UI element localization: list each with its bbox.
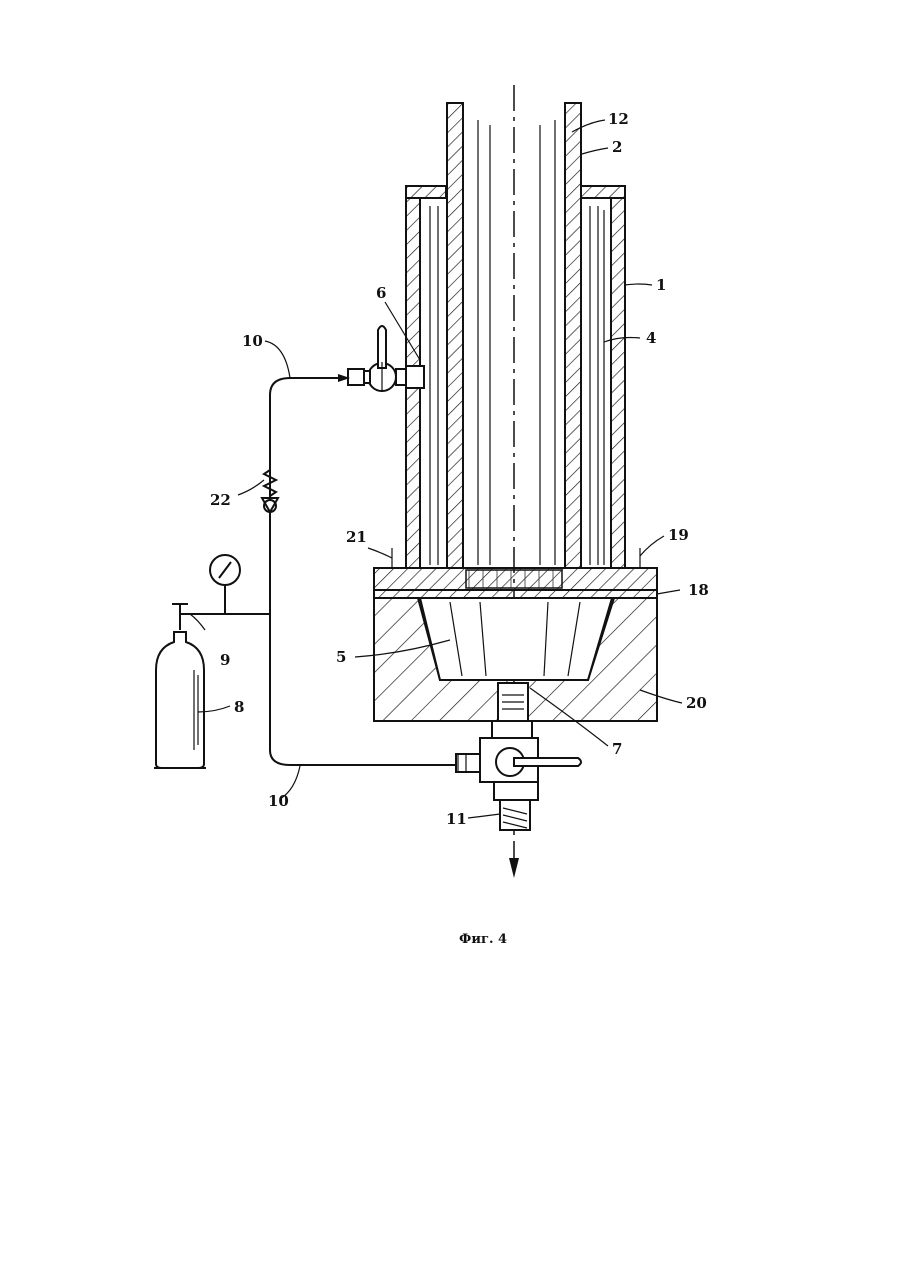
manifold: [172, 585, 270, 630]
figure-caption: Фиг. 4: [459, 932, 507, 947]
gasket: [374, 590, 657, 598]
label-19: 19: [668, 526, 689, 544]
label-18: 18: [688, 581, 709, 599]
label-11: 11: [446, 810, 467, 828]
label-22: 22: [210, 491, 231, 509]
label-1: 1: [656, 276, 666, 294]
label-10-top: 10: [242, 332, 263, 350]
label-9: 9: [220, 651, 230, 669]
cone-insert: [420, 598, 612, 680]
label-4: 4: [646, 329, 656, 347]
pressure-gauge-icon: [210, 555, 240, 585]
label-12: 12: [608, 110, 629, 128]
label-6: 6: [376, 284, 386, 302]
outlet-arrow: [509, 858, 519, 878]
label-5: 5: [336, 648, 346, 666]
label-7: 7: [612, 740, 622, 758]
label-20: 20: [686, 694, 707, 712]
flange-plate: [374, 568, 657, 590]
label-2: 2: [612, 138, 622, 156]
label-21: 21: [346, 528, 367, 546]
gas-cylinder: [154, 632, 206, 768]
label-10-bottom: 10: [268, 792, 289, 810]
label-8: 8: [234, 698, 244, 716]
outer-shell: [406, 186, 625, 568]
